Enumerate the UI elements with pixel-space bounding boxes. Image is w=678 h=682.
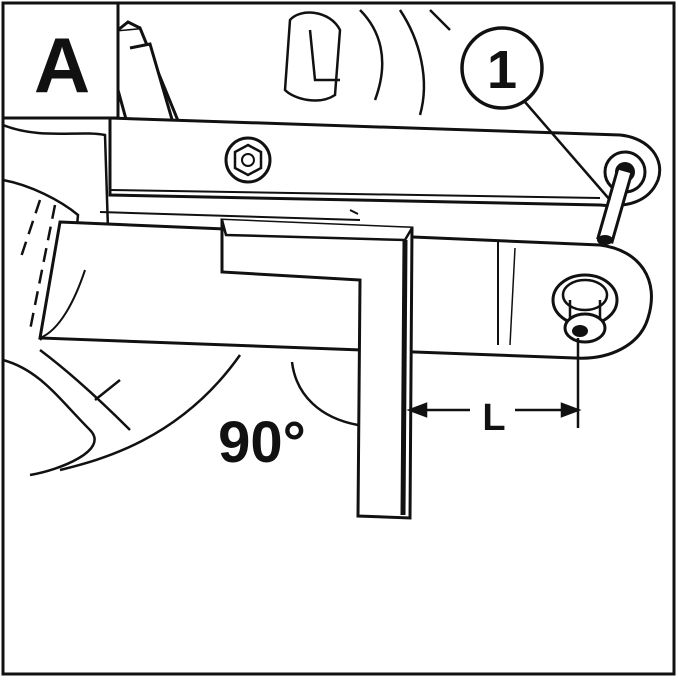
callout-1: 1 <box>460 26 611 201</box>
upper-link-arm <box>108 116 662 208</box>
callout-number: 1 <box>487 40 517 100</box>
right-angle-arc <box>290 361 359 427</box>
pin-part-1 <box>596 166 634 245</box>
setting-gauge <box>220 209 414 520</box>
panel-label-box: A <box>3 1 120 120</box>
panel-label: A <box>34 21 90 109</box>
left-housing <box>2 123 242 477</box>
upper-mechanism <box>283 9 451 116</box>
lower-link-arm <box>38 211 653 360</box>
dimension-l <box>406 338 582 428</box>
angle-label: 90° <box>218 410 306 475</box>
ball-joint-stud <box>551 273 619 344</box>
bolt-head <box>224 136 272 184</box>
dimension-label: L <box>482 397 505 439</box>
